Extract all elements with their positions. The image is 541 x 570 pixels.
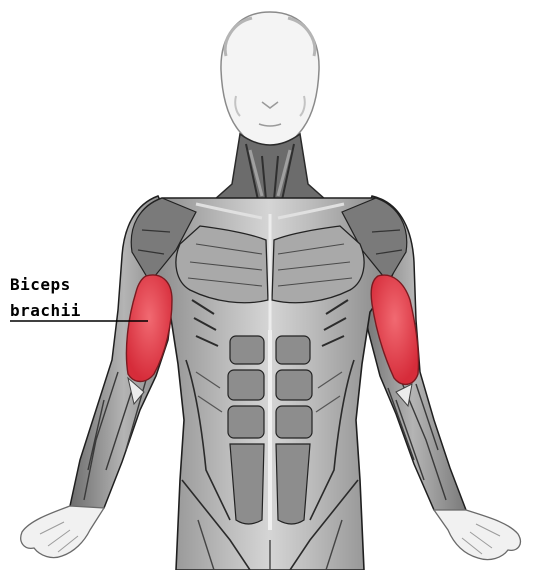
left-hand — [21, 506, 104, 558]
abdominals — [228, 330, 312, 530]
right-hand — [434, 510, 520, 560]
muscle-label-line1: Biceps — [10, 276, 71, 294]
head — [221, 12, 319, 152]
torso — [131, 198, 407, 570]
muscle-label-line2: brachii — [10, 302, 81, 320]
